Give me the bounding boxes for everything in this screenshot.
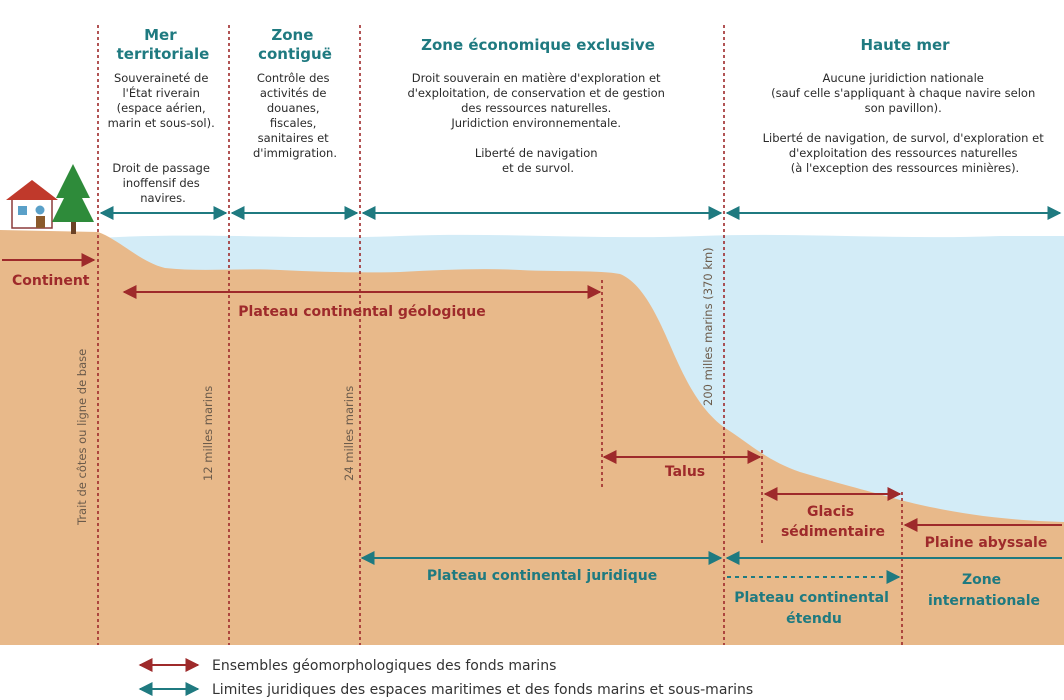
label-plaine-abyssale: Plaine abyssale <box>925 535 1048 551</box>
label-continent: Continent <box>12 273 90 289</box>
tree-icon <box>52 164 94 234</box>
vlabel-24nm: 24 milles marins <box>342 386 356 481</box>
zone-title-haute-mer: Haute mer <box>860 36 950 54</box>
zone-desc-haute-mer: Aucune juridiction nationale (sauf celle… <box>763 71 1048 175</box>
zone-desc-zee: Droit souverain en matière d'exploration… <box>407 71 668 175</box>
geomorph-boundaries <box>601 280 903 645</box>
label-plateau-etendu: Plateau continental étendu <box>734 590 894 627</box>
zone-title-zone-contigue: Zone contiguë <box>258 26 332 63</box>
legend-jur-label: Limites juridiques des espaces maritimes… <box>212 682 753 698</box>
vlabel-12nm: 12 milles marins <box>201 386 215 481</box>
vlabel-200nm: 200 milles marins (370 km) <box>701 247 715 406</box>
zone-desc-mer-territoriale: Souveraineté de l'État riverain (espace … <box>108 71 219 205</box>
vlabel-baseline: Trait de côtes ou ligne de base <box>75 349 89 526</box>
zone-boundaries <box>97 25 725 645</box>
house-icon <box>6 180 58 229</box>
label-glacis: Glacis sédimentaire <box>781 504 885 540</box>
label-plateau-geologique: Plateau continental géologique <box>238 304 485 320</box>
legend-geo-label: Ensembles géomorphologiques des fonds ma… <box>212 658 556 674</box>
label-zone-internationale: Zone internationale <box>928 572 1040 609</box>
legend: Ensembles géomorphologiques des fonds ma… <box>138 658 753 698</box>
label-talus: Talus <box>665 464 705 480</box>
zone-title-mer-territoriale: Mer territoriale <box>117 26 210 63</box>
seabed <box>0 230 1064 645</box>
zone-desc-zone-contigue: Contrôle des activités de douanes, fisca… <box>253 71 337 160</box>
zone-title-zee: Zone économique exclusive <box>421 36 655 54</box>
label-plateau-juridique: Plateau continental juridique <box>427 568 657 584</box>
